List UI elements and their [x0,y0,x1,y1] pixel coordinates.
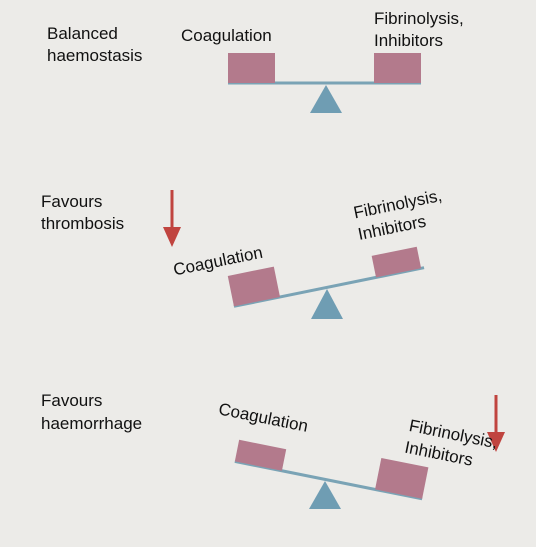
state-label-line-2: haemorrhage [41,414,142,433]
coagulation-weight [234,439,287,471]
tilted-balance: Coagulation Fibrinolysis, Inhibitors [172,186,444,308]
state-label-line-2: thrombosis [41,214,124,233]
panel-haemorrhage: Favours haemorrhage Coagulation Fibrinol… [41,391,505,509]
tilted-balance: Coagulation Fibrinolysis, Inhibitors [217,399,499,501]
coagulation-label: Coagulation [217,399,310,435]
down-arrow-icon [163,190,181,247]
panel-balanced: Balanced haemostasis Coagulation Fibrino… [47,9,464,113]
fulcrum [311,289,343,319]
state-label-line-1: Favours [41,192,102,211]
state-label-line-1: Favours [41,391,102,410]
coagulation-label: Coagulation [181,26,272,45]
state-label-line-2: haemostasis [47,46,142,65]
fibrinolysis-weight [375,458,429,499]
coagulation-weight [227,266,281,307]
state-label-line-1: Balanced [47,24,118,43]
down-arrow-icon [487,395,505,452]
fulcrum [309,481,341,509]
fibrinolysis-label-line-1: Fibrinolysis, [374,9,464,28]
panel-thrombosis: Favours thrombosis Coagulation Fibrinoly… [41,186,444,319]
fulcrum [310,85,342,113]
fibrinolysis-label-line-2: Inhibitors [374,31,443,50]
fibrinolysis-weight [371,246,422,278]
fibrinolysis-weight [374,53,421,83]
coagulation-weight [228,53,275,83]
